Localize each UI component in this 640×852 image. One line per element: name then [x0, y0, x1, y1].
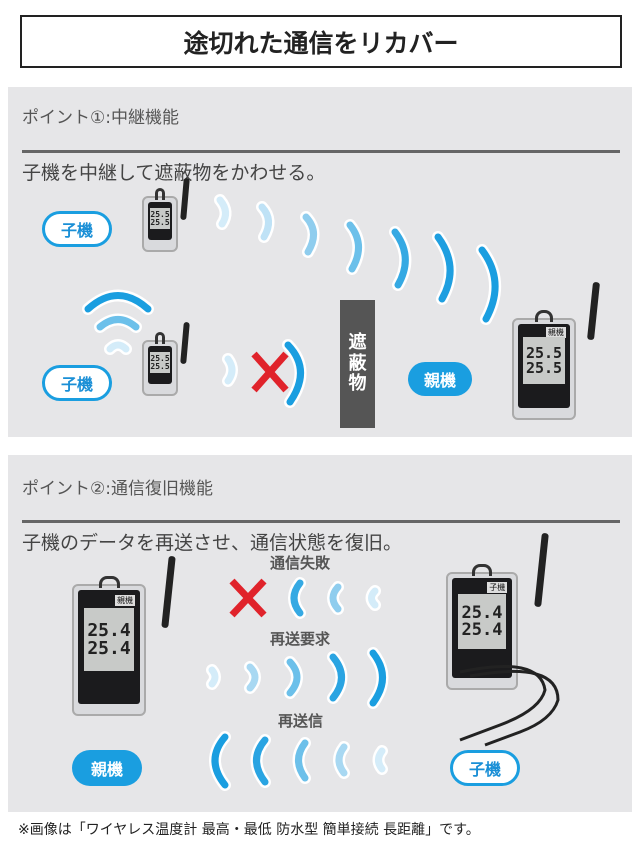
obstacle-char: 蔽: [348, 352, 367, 374]
child-unit-label: 子機: [450, 750, 520, 786]
child-unit-label: 子機: [42, 211, 112, 247]
parent-unit-label: 親機: [72, 750, 142, 786]
signal-waves-2: [206, 577, 389, 791]
fail-x-icon: [251, 351, 289, 393]
child-unit-label: 子機: [42, 365, 112, 401]
signal-waves-1: [82, 194, 502, 408]
point1-subtitle: 子機を中継して遮蔽物をかわせる。: [22, 162, 326, 184]
divider: [22, 520, 620, 523]
footnote: ※画像は「ワイヤレス温度計 最高・最低 防水型 簡単接続 長距離」です。: [18, 822, 480, 838]
step-resend-label: 再送信: [278, 712, 324, 730]
step-fail-label: 通信失敗: [270, 554, 331, 572]
page-title: 途切れた通信をリカバー: [20, 15, 622, 68]
fail-x-icon: [229, 578, 267, 618]
sensor-probes-icon: [459, 665, 560, 747]
point1-heading: ポイント①:中継機能: [22, 108, 179, 128]
step-request-label: 再送要求: [270, 630, 331, 648]
divider: [22, 150, 620, 153]
point2-subtitle: 子機のデータを再送させ、通信状態を復旧。: [22, 532, 403, 554]
point2-heading: ポイント②:通信復旧機能: [22, 479, 213, 499]
obstacle-char: 物: [348, 373, 367, 395]
obstacle-block: 遮 蔽 物: [340, 300, 375, 428]
obstacle-char: 遮: [348, 331, 367, 353]
parent-unit-label: 親機: [408, 362, 472, 396]
